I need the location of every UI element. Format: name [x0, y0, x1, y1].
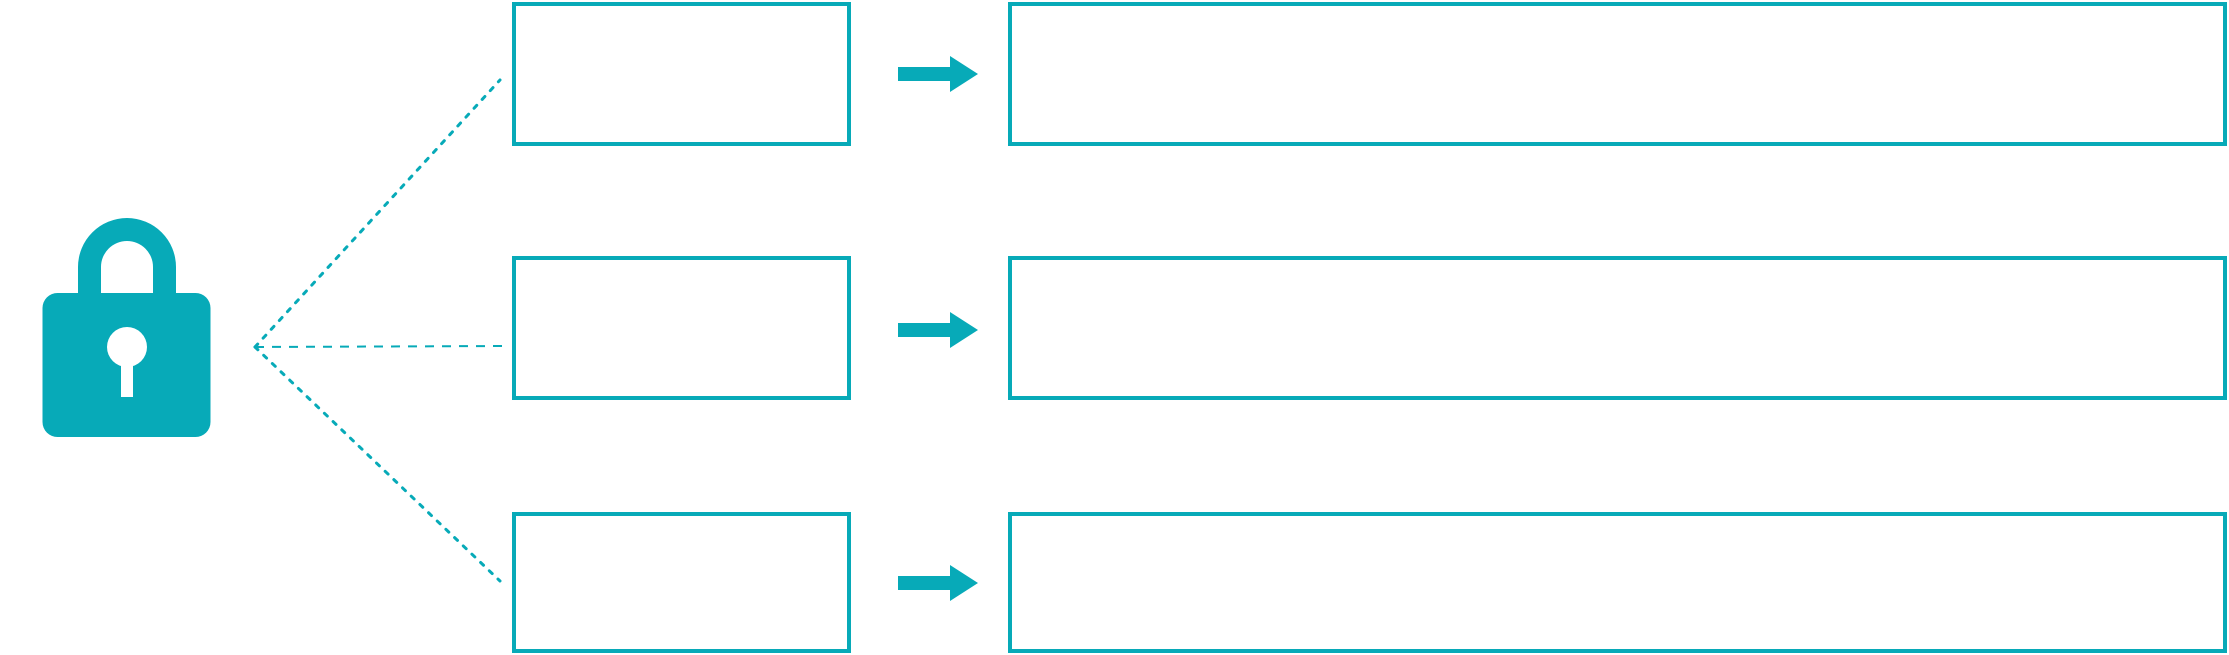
- right-arrow-icon: [898, 312, 978, 348]
- lock-shackle: [78, 218, 176, 309]
- detail-box-3: [1008, 512, 2227, 653]
- dotted-line-bottom: [253, 345, 502, 583]
- dotted-line-top: [253, 78, 502, 349]
- lock-keyhole-stem: [121, 359, 133, 397]
- right-arrow-icon: [898, 56, 978, 92]
- detail-box-1: [1008, 2, 2227, 146]
- label-box-1: [512, 2, 851, 146]
- lock-keyhole-circle: [107, 327, 147, 367]
- right-arrow-icon: [898, 565, 978, 601]
- label-box-2: [512, 256, 851, 400]
- label-box-3: [512, 512, 851, 653]
- dotted-line-middle: [254, 345, 505, 348]
- lock-icon: [42, 217, 212, 441]
- detail-box-2: [1008, 256, 2227, 400]
